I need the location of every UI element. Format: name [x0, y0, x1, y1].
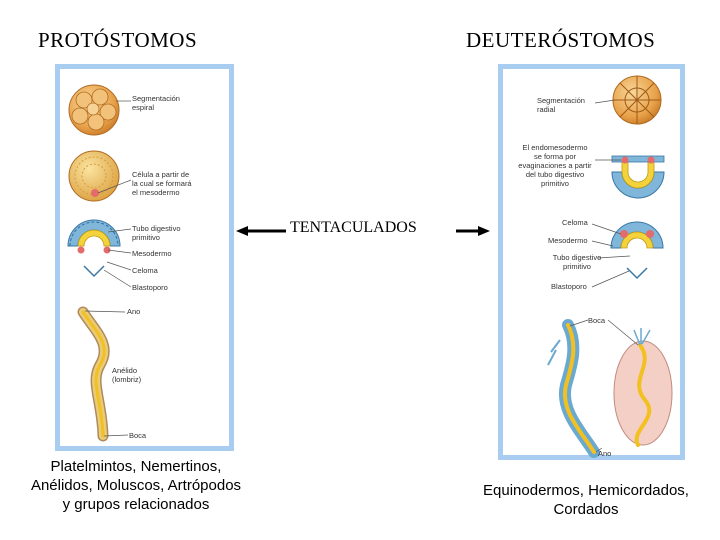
- deuterostomes-caption: Equinodermos, Hemicordados, Cordados: [483, 482, 689, 518]
- label-mesoderm-left: Mesodermo: [132, 249, 172, 258]
- label-primitive-gut-right: Tubo digestivo primitivo: [552, 253, 602, 271]
- protostomes-heading: PROTÓSTOMOS: [38, 28, 198, 52]
- label-radial-segmentation: Segmentación radial: [537, 96, 585, 114]
- deuterostome-leader-lines: [569, 99, 639, 453]
- spiral-cleavage-embryo: [68, 84, 120, 136]
- label-coelom-right: Celoma: [562, 218, 588, 227]
- label-endomesoderm: El endomesodermo se forma por evaginacio…: [518, 143, 592, 188]
- tentaculados-label: TENTACULADOS: [290, 219, 417, 236]
- label-mouth-left: Boca: [129, 431, 147, 440]
- echinoderm-larva: [613, 328, 673, 447]
- label-blastopore-left: Blastoporo: [132, 283, 168, 292]
- protostome-blastula: [68, 150, 120, 202]
- label-mesoderm-cell: Célula a partir de la cual se formará el…: [132, 170, 192, 197]
- label-mouth-right: Boca: [588, 316, 606, 325]
- label-anus-right: Ano: [598, 449, 612, 458]
- deuterostome-evagination-gastrula: [611, 155, 665, 199]
- protostome-leader-lines: [84, 100, 132, 437]
- label-blastopore-right: Blastoporo: [551, 282, 587, 291]
- radial-cleavage-embryo: [612, 75, 662, 125]
- protostomes-caption: Platelmintos, Nemertinos, Anélidos, Molu…: [30, 458, 242, 513]
- label-anus-left: Ano: [127, 307, 141, 316]
- label-primitive-gut-left: Tubo digestivo primitivo: [132, 224, 181, 242]
- annelid-worm: [77, 306, 110, 442]
- label-coelom-left: Celoma: [132, 266, 158, 275]
- tentaculados-arrow: [236, 226, 490, 236]
- protostome-gastrula: [67, 219, 121, 278]
- label-mesoderm-right: Mesodermo: [548, 236, 588, 245]
- deuterostome-coelom-gastrula: [610, 221, 664, 280]
- label-annelid: Anélido (lombriz): [112, 366, 142, 384]
- deuterostomes-heading: DEUTERÓSTOMOS: [466, 28, 656, 52]
- deuterostome-worm: [547, 319, 600, 458]
- label-spiral-segmentation: Segmentación espiral: [132, 94, 180, 112]
